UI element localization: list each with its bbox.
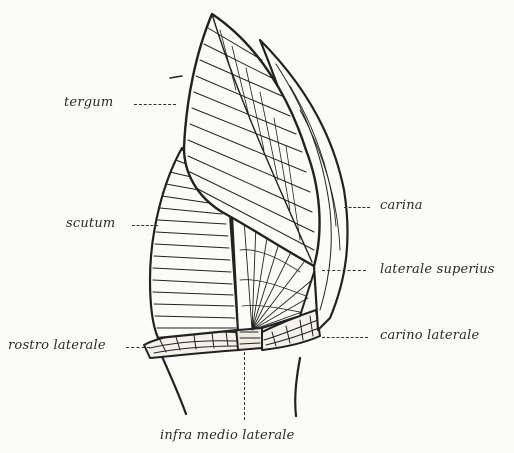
leader-tergum <box>134 104 176 105</box>
label-laterale-superius: laterale superius <box>380 262 495 277</box>
leader-carina <box>344 207 370 208</box>
leader-scutum <box>132 225 158 226</box>
peduncle <box>160 352 300 416</box>
leader-infra-medio-laterale <box>244 352 245 420</box>
leader-carino-laterale <box>322 337 368 338</box>
label-rostro-laterale: rostro laterale <box>8 338 106 353</box>
label-tergum: tergum <box>64 95 113 110</box>
label-carino-laterale: carino laterale <box>380 328 479 343</box>
label-scutum: scutum <box>66 216 115 231</box>
label-carina: carina <box>380 198 423 213</box>
leader-laterale-superius <box>322 270 366 271</box>
label-infra-medio-laterale: infra medio laterale <box>160 428 295 443</box>
small-mark <box>170 76 182 78</box>
leader-rostro-laterale <box>126 347 150 348</box>
